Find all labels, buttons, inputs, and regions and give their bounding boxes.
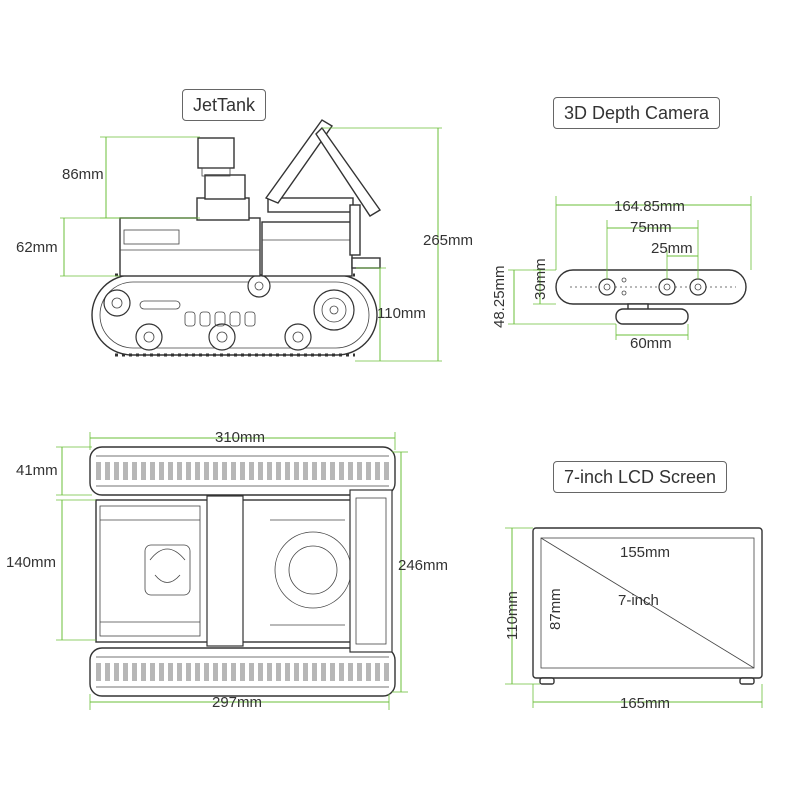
dim-60-label: 60mm xyxy=(630,335,672,352)
dim-310-label: 310mm xyxy=(215,429,265,446)
jettank-side-dimensions: 86mm 62mm 265mm 110mm xyxy=(16,127,473,362)
dim-140-label: 140mm xyxy=(6,554,56,571)
top-view-lower-track xyxy=(89,647,396,697)
dim-110-lcd-label: 110mm xyxy=(504,591,521,640)
dim-62-label: 62mm xyxy=(16,239,58,256)
dim-25-label: 25mm xyxy=(651,240,693,257)
side-wheels xyxy=(103,274,355,351)
lcd-dimensions: 155mm 87mm 7-inch 110mm 165mm xyxy=(504,527,763,712)
side-screen-back xyxy=(264,119,334,204)
dim-48-25-label: 48.25mm xyxy=(491,265,508,328)
dim-265-label: 265mm xyxy=(423,232,473,249)
dim-30-label: 30mm xyxy=(532,258,549,300)
camera-base xyxy=(615,308,689,325)
dim-246-label: 246mm xyxy=(398,557,448,574)
lcd-diagonal xyxy=(540,537,755,669)
top-view-camera-mount xyxy=(144,544,191,596)
dim-87-label: 87mm xyxy=(547,588,564,630)
camera-lens-left xyxy=(598,278,616,296)
dim-110-side-label: 110mm xyxy=(377,305,426,322)
dim-164-85-label: 164.85mm xyxy=(614,198,685,215)
jettank-top-view xyxy=(89,446,396,697)
dim-297-label: 297mm xyxy=(212,694,262,711)
camera-lens-right xyxy=(689,278,707,296)
side-camera-mount xyxy=(196,197,250,221)
camera-lens-mid xyxy=(658,278,676,296)
jettank-top-dimensions: 310mm 41mm 140mm 246mm 297mm xyxy=(6,429,448,711)
dim-86-label: 86mm xyxy=(62,166,104,183)
camera-title: 3D Depth Camera xyxy=(553,97,721,129)
top-view-screen xyxy=(349,489,393,653)
jettank-side-view xyxy=(91,119,382,357)
side-screen-panel xyxy=(315,126,382,217)
lcd-display-area xyxy=(540,537,755,669)
side-rear-box xyxy=(261,221,353,277)
lcd-drawing xyxy=(532,527,763,685)
dim-41-label: 41mm xyxy=(16,462,58,479)
side-track-slots xyxy=(139,300,256,327)
dim-155-label: 155mm xyxy=(620,544,670,561)
dim-165-label: 165mm xyxy=(620,695,670,712)
top-view-upper-track xyxy=(89,446,396,496)
top-view-crossbar xyxy=(206,495,244,647)
lcd-7inch-label: 7-inch xyxy=(618,592,659,609)
side-chassis xyxy=(119,217,261,277)
side-camera-head xyxy=(197,137,235,169)
lcd-title: 7-inch LCD Screen xyxy=(553,461,728,493)
dim-75-label: 75mm xyxy=(630,219,672,236)
camera-drawing xyxy=(555,269,747,325)
camera-dimensions: 164.85mm 75mm 25mm 30mm 48.25mm 60mm xyxy=(491,196,752,352)
jettank-title: JetTank xyxy=(182,89,267,121)
